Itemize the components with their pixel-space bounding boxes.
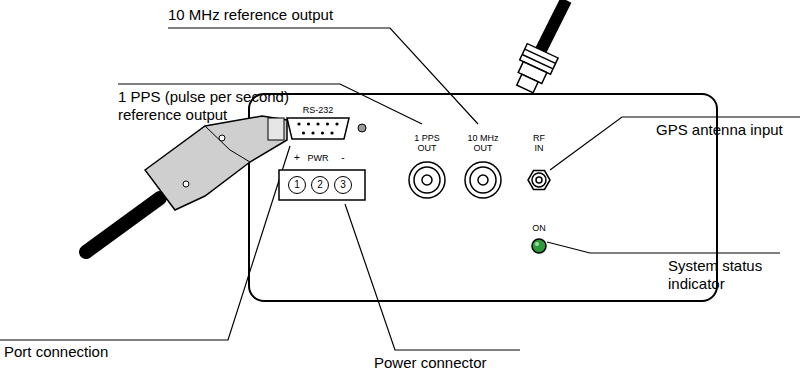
callout-label: GPS antenna input bbox=[656, 121, 783, 139]
callout-label: 10 MHz reference output bbox=[168, 6, 333, 24]
serial-plug bbox=[145, 116, 287, 210]
terminal-pin: 1 bbox=[288, 176, 306, 194]
leader-line bbox=[0, 146, 290, 340]
panel-label: PWR bbox=[308, 153, 329, 163]
antenna-connector bbox=[510, 44, 559, 96]
panel-label: + bbox=[294, 153, 300, 163]
callout-label: System status indicator bbox=[668, 257, 780, 293]
plug-screw bbox=[219, 135, 225, 141]
panel-label: RS-232 bbox=[303, 105, 334, 115]
power-terminal-block bbox=[279, 170, 365, 200]
panel-label: - bbox=[341, 153, 344, 163]
leader-line bbox=[550, 117, 800, 170]
db9-port bbox=[287, 118, 349, 139]
led-highlight bbox=[535, 242, 539, 246]
panel-label: ON bbox=[532, 223, 546, 233]
port-pins bbox=[297, 122, 338, 134]
bnc-connector bbox=[465, 162, 501, 198]
leader-line bbox=[118, 84, 422, 124]
bnc-connector bbox=[409, 162, 445, 198]
terminal-pin: 3 bbox=[334, 176, 352, 194]
callout-label: Power connector bbox=[374, 354, 487, 372]
panel-label: RF IN bbox=[531, 133, 547, 153]
panel-label: 1 PPS OUT bbox=[412, 133, 442, 153]
sma-connector bbox=[528, 171, 550, 190]
screw bbox=[358, 124, 366, 132]
pin-number: 3 bbox=[340, 180, 346, 190]
pin-number: 1 bbox=[294, 180, 300, 190]
leader-line bbox=[547, 242, 780, 253]
antenna-cable bbox=[540, 0, 566, 52]
panel-label: 10 MHz OUT bbox=[464, 133, 502, 153]
plug-screw bbox=[183, 181, 189, 187]
screw bbox=[270, 124, 278, 132]
plug-edge bbox=[205, 126, 250, 162]
rear-panel: RS-232 + PWR - 1 PPS OUT 10 MHz OUT RF IN ON 1 2 3 bbox=[248, 93, 718, 302]
leader-line bbox=[345, 204, 520, 350]
status-led bbox=[532, 239, 546, 253]
pin-number: 2 bbox=[317, 180, 323, 190]
callout-label: Port connection bbox=[4, 343, 108, 361]
plug-latch bbox=[268, 118, 284, 140]
terminal-pin: 2 bbox=[311, 176, 329, 194]
serial-cable bbox=[86, 198, 160, 252]
